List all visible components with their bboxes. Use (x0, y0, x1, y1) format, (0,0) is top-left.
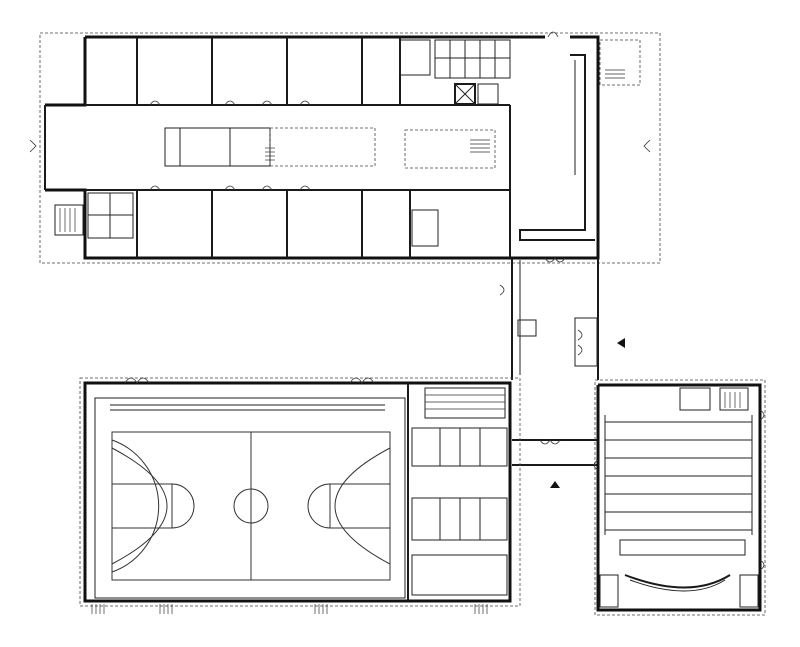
west-stair (54, 204, 84, 236)
open-to-below (269, 127, 376, 167)
right-three-point-arc (334, 447, 391, 565)
reception-desk (517, 319, 537, 337)
door (224, 185, 236, 191)
left-key (111, 483, 173, 529)
north-door (547, 31, 559, 38)
tiered-seating (604, 415, 753, 535)
door (299, 100, 311, 106)
northwest-wall (45, 37, 87, 107)
vestibule (574, 317, 598, 367)
auditorium (593, 379, 766, 616)
elevator (454, 83, 476, 105)
gymnasium-outline (83, 381, 512, 603)
auditorium-outline (596, 383, 762, 612)
entrance-marker-south (550, 481, 560, 488)
right-key (329, 483, 391, 529)
connector-corridor (499, 258, 625, 488)
central-stair-block (164, 127, 271, 167)
left-three-point-arc (111, 439, 160, 573)
upper-stair-void (404, 129, 496, 169)
classroom-wing-outline (39, 32, 661, 264)
restroom-north (434, 39, 511, 79)
south-east-wall (45, 35, 600, 260)
east-corridor-wall (519, 54, 595, 241)
gym-stair (424, 387, 506, 419)
auditorium-stair (719, 387, 749, 411)
door (261, 100, 273, 106)
basketball-court (111, 431, 391, 581)
east-stair (599, 39, 641, 86)
janitor-closet (477, 83, 499, 105)
door (149, 100, 161, 106)
orchestra-pit (624, 574, 731, 589)
storage-room (399, 39, 431, 76)
door (149, 185, 161, 191)
central-stair (265, 139, 490, 161)
east-entry-door (643, 139, 651, 153)
entrance-marker-east (617, 338, 625, 348)
door (299, 185, 311, 191)
stage-apron (619, 539, 746, 556)
west-entry-door (29, 139, 37, 153)
door (224, 100, 236, 106)
connector-door (544, 257, 566, 263)
office-room (411, 209, 439, 247)
gymnasium (79, 377, 521, 614)
gym-south-exits (91, 604, 488, 614)
classroom-wing (29, 31, 661, 264)
equipment-room (411, 554, 508, 596)
door (261, 185, 273, 191)
center-circle (233, 488, 269, 524)
